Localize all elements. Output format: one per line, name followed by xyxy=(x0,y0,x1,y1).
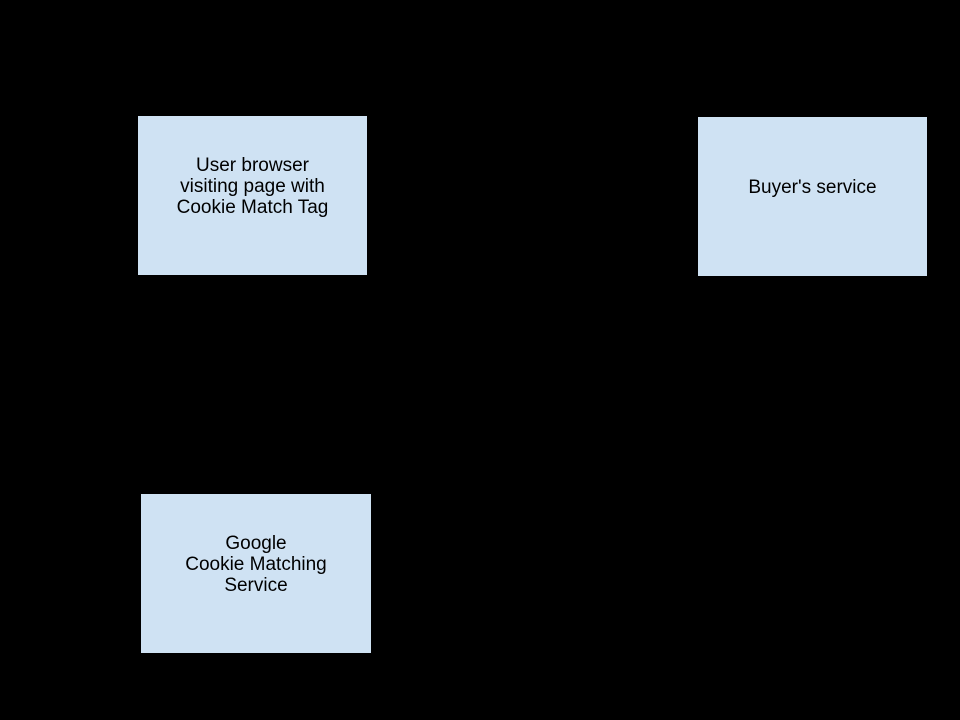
node-label-line: Cookie Matching xyxy=(185,554,327,575)
node-google-cookie-matching-service: Google Cookie Matching Service xyxy=(140,493,372,654)
node-label-line: Service xyxy=(224,575,288,596)
node-label-line: User browser xyxy=(196,155,309,176)
node-user-browser: User browser visiting page with Cookie M… xyxy=(137,115,368,276)
node-label-line: Google xyxy=(225,533,287,554)
node-label-line: Buyer's service xyxy=(748,177,877,198)
node-buyers-service: Buyer's service xyxy=(697,116,928,277)
node-label-line: visiting page with xyxy=(180,176,325,197)
node-label-line: Cookie Match Tag xyxy=(176,197,329,218)
